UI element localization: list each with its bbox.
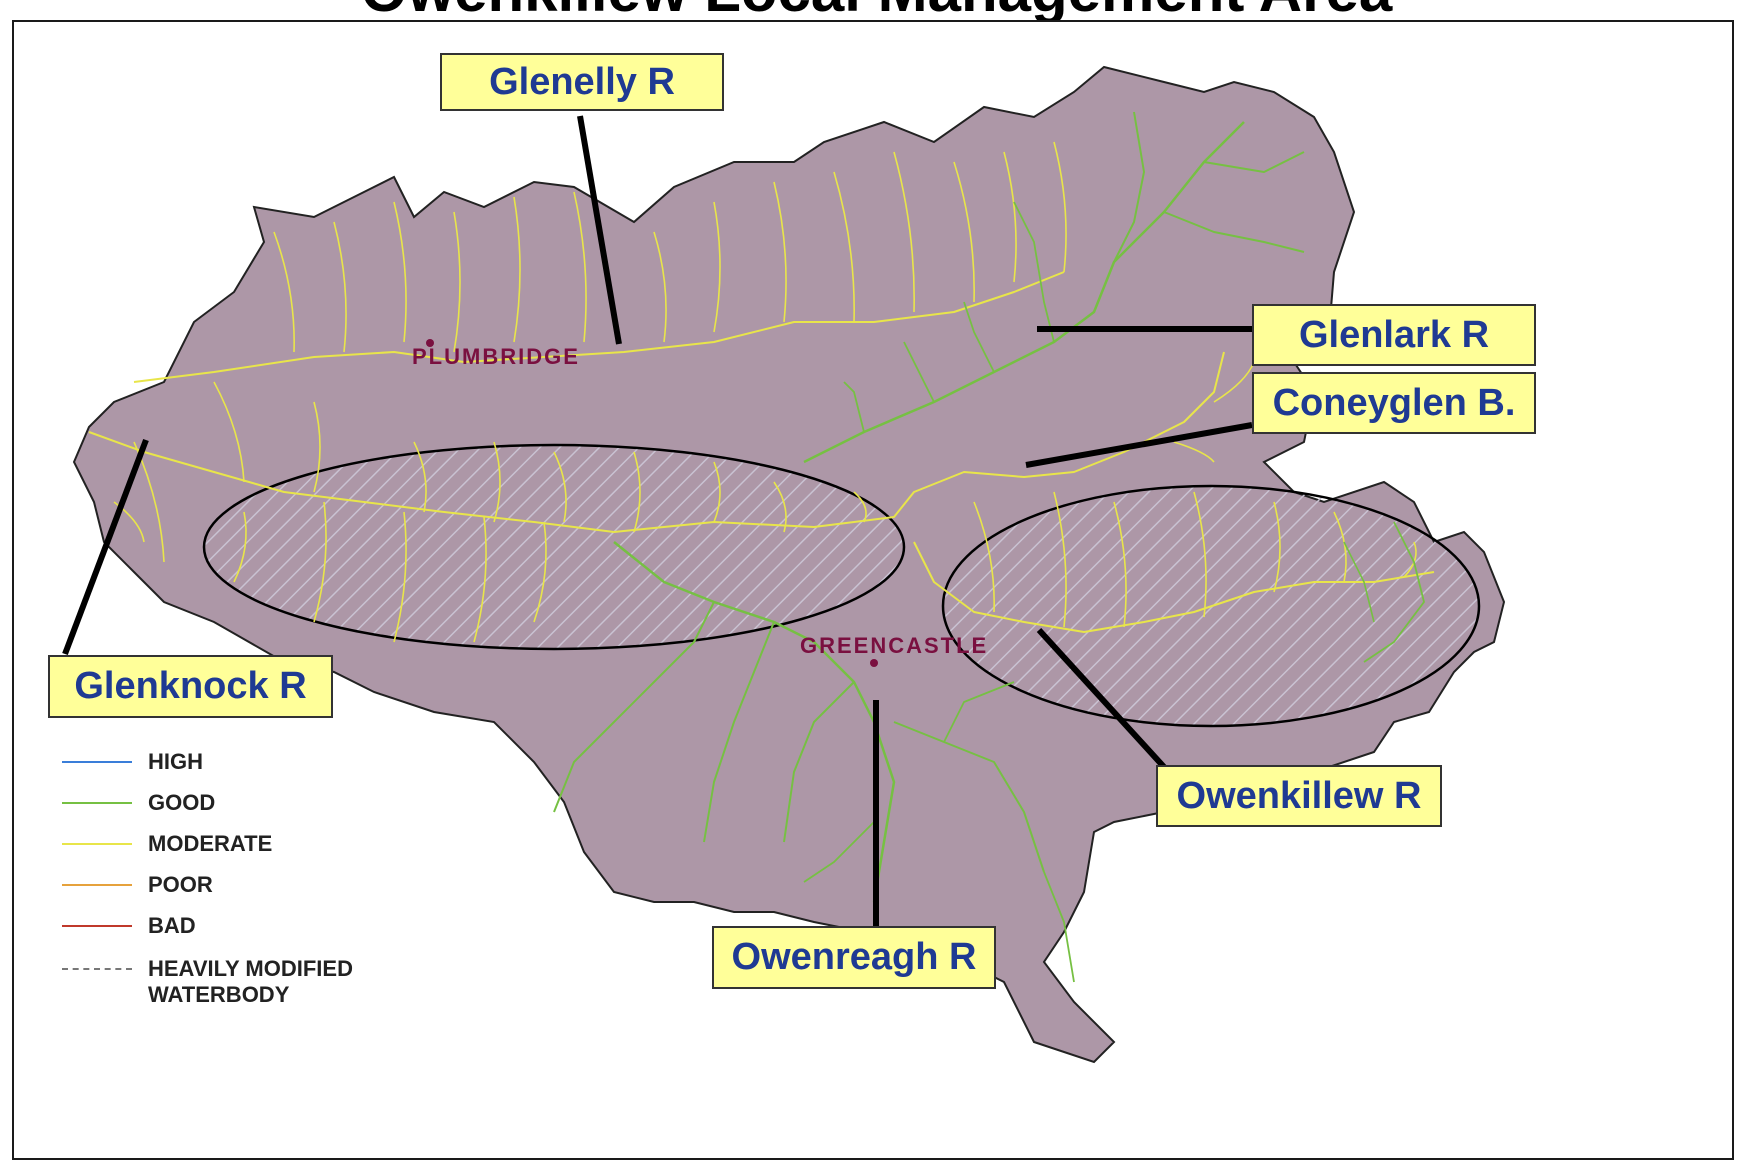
river-segment (1053, 491, 1067, 628)
legend-item-poor: POOR (62, 870, 213, 900)
river-segment (553, 451, 567, 523)
river-segment (803, 821, 875, 883)
legend-swatch-high (62, 761, 132, 763)
river-segment (473, 516, 487, 643)
river-segment (1003, 151, 1017, 283)
leader-line-glenelly (577, 115, 622, 345)
river-segment (843, 381, 865, 433)
river-segment (1113, 111, 1145, 263)
legend-item-good: GOOD (62, 788, 215, 818)
map-frame (12, 20, 1734, 1160)
callout-glenlark: Glenlark R (1252, 304, 1536, 366)
legend-item-high: HIGH (62, 747, 203, 777)
river-segment (893, 721, 1045, 873)
river-segment (783, 681, 855, 843)
river-segment (713, 461, 721, 523)
legend-label-high: HIGH (148, 749, 203, 774)
leader-line-glenknock (62, 438, 149, 656)
river-segment (613, 541, 896, 903)
town-greencastle: GREENCASTLE (800, 633, 989, 658)
map-canvas (62, 65, 1506, 1064)
river-segment (893, 151, 915, 313)
river-segment (273, 231, 295, 353)
river-segment (453, 211, 461, 353)
callout-coneyglen: Coneyglen B. (1252, 372, 1536, 434)
callout-leader-lines (62, 115, 1254, 927)
river-segment (853, 491, 867, 523)
legend-label-hmwb: HEAVILY MODIFIED WATERBODY (148, 956, 353, 1007)
river-segment (963, 301, 995, 373)
river-segment (973, 501, 995, 613)
river-segment (713, 201, 721, 333)
river-segment (653, 231, 667, 343)
legend-swatch-bad (62, 925, 132, 927)
river-segment (1163, 211, 1305, 253)
legend-label-moderate: MODERATE (148, 831, 273, 856)
legend-label-bad: BAD (148, 913, 196, 938)
river-segment (1363, 521, 1425, 663)
plumbridge-marker (426, 339, 434, 347)
river-segment (1013, 201, 1055, 343)
greencastle-marker (870, 659, 878, 667)
legend-item-hmwb: HEAVILY MODIFIED WATERBODY (62, 956, 388, 1012)
legend-label-poor: POOR (148, 872, 213, 897)
river-segment (833, 171, 855, 323)
river-segment (953, 161, 975, 303)
river-segment (133, 271, 1065, 383)
callout-owenreagh: Owenreagh R (712, 926, 996, 989)
river-segment (313, 401, 321, 493)
river-segment (1273, 501, 1281, 593)
river-segment (393, 511, 407, 643)
river-segment (773, 481, 787, 533)
hatched-zone-west (202, 443, 906, 651)
callout-glenelly: Glenelly R (440, 53, 724, 111)
river-segment (513, 196, 521, 343)
river-segment (1343, 541, 1375, 623)
legend-swatch-hmwb (62, 968, 132, 970)
river-segment (1043, 871, 1075, 983)
river-segment (393, 201, 407, 343)
river-segment (88, 351, 1225, 533)
legend-swatch-good (62, 802, 132, 804)
river-segment (1203, 151, 1305, 173)
river-segment (233, 511, 247, 583)
legend-item-bad: BAD (62, 911, 196, 941)
river-segment (943, 681, 1015, 743)
river-segment (213, 381, 245, 483)
river-segment (413, 441, 427, 513)
river-segment (633, 451, 641, 533)
leader-line-owenkillew (1036, 627, 1167, 770)
callout-glenknock: Glenknock R (48, 655, 333, 718)
river-segment (553, 601, 715, 813)
river-segment (1173, 441, 1215, 463)
river-segment (1113, 501, 1127, 628)
legend-label-good: GOOD (148, 790, 216, 815)
leader-line-coneyglen (1025, 422, 1253, 468)
river-segment (493, 441, 501, 523)
legend-swatch-poor (62, 884, 132, 886)
river-network (88, 111, 1435, 983)
river-segment (1193, 491, 1207, 618)
river-segment (903, 341, 935, 403)
river-segment (913, 541, 1435, 633)
town-plumbridge: PLUMBRIDGE (412, 344, 580, 369)
legend-swatch-moderate (62, 843, 132, 845)
callout-owenkillew: Owenkillew R (1156, 765, 1442, 827)
legend-item-moderate: MODERATE (62, 829, 272, 859)
river-segment (573, 191, 587, 343)
river-segment (333, 221, 347, 353)
river-segment (313, 501, 327, 623)
river-segment (533, 521, 547, 623)
river-segment (703, 621, 775, 843)
river-segment (1053, 141, 1067, 273)
river-segment (1403, 541, 1417, 578)
river-segment (773, 181, 787, 323)
river-segment (1333, 511, 1347, 583)
